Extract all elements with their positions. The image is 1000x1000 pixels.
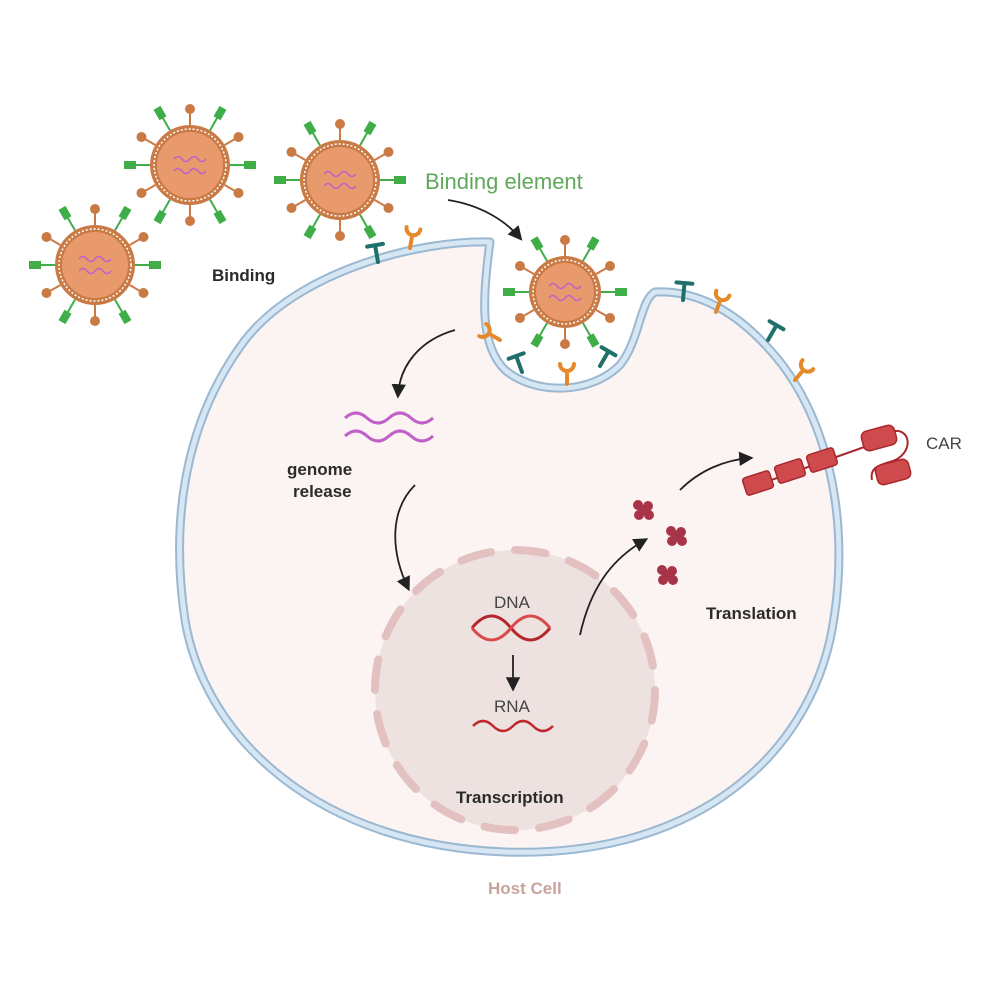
nuclear-pore-segment	[412, 567, 444, 596]
dna-helix-icon	[470, 614, 552, 642]
rna-strand-icon	[472, 719, 554, 733]
arrow-icon	[391, 329, 456, 399]
receptor-t-icon	[598, 345, 618, 368]
virus-icon	[503, 235, 627, 349]
receptor-t-icon	[506, 351, 526, 374]
arrow-icon	[679, 451, 754, 491]
transcription-label: Transcription	[456, 788, 564, 807]
arrow-icon	[579, 538, 649, 636]
genome-release-label-1: genome	[287, 460, 352, 479]
virus-icon	[124, 104, 256, 226]
dna-label: DNA	[494, 593, 531, 612]
nuclear-pore-segment	[564, 556, 600, 580]
protein-cluster-icon	[666, 526, 687, 546]
nuclear-pore-segment	[381, 605, 405, 641]
nuclear-pore-segment	[625, 739, 649, 775]
nuclear-pore-segment	[457, 548, 495, 565]
protein-cluster-icon	[633, 500, 654, 520]
binding-element-label: Binding element	[425, 169, 583, 194]
receptor-t-icon	[766, 319, 786, 342]
nuclear-pore-segment	[640, 632, 657, 670]
arrow-icon	[394, 484, 416, 592]
nuclear-pore-segment	[371, 655, 383, 694]
nuclear-pore-segment	[647, 686, 659, 725]
virus-icon	[29, 204, 161, 326]
arrow-icon	[447, 199, 523, 241]
nuclear-pore-segment	[430, 800, 466, 824]
receptor-y-icon	[793, 358, 816, 382]
binding-label: Binding	[212, 266, 275, 285]
receptor-t-icon	[674, 280, 695, 302]
nuclear-pore-segment	[373, 710, 390, 748]
receptor-y-icon	[713, 288, 732, 314]
translation-label: Translation	[706, 604, 797, 623]
receptor-y-icon	[558, 362, 576, 386]
nuclear-pore-segment	[586, 784, 618, 813]
nuclear-pore-segment	[511, 546, 550, 558]
receptor-y-icon	[404, 225, 423, 250]
car-label: CAR	[926, 434, 962, 453]
receptor-t-icon	[365, 241, 385, 264]
nuclear-pore-segment	[609, 587, 638, 619]
genome-rna-icon	[343, 411, 435, 443]
nuclear-pore-segment	[392, 761, 421, 793]
membrane-inner	[177, 239, 842, 855]
nuclear-envelope	[371, 546, 659, 834]
genome-release-label-2: release	[293, 482, 352, 501]
nuclear-pore-segment	[480, 822, 519, 834]
host-cell-label: Host Cell	[488, 879, 562, 898]
protein-cluster-icon	[657, 565, 678, 585]
nuclear-pore-segment	[535, 815, 573, 832]
receptor-y-icon	[477, 321, 502, 342]
virus-icon	[274, 119, 406, 241]
car-receptor-icon	[741, 424, 912, 496]
rna-label: RNA	[494, 697, 531, 716]
